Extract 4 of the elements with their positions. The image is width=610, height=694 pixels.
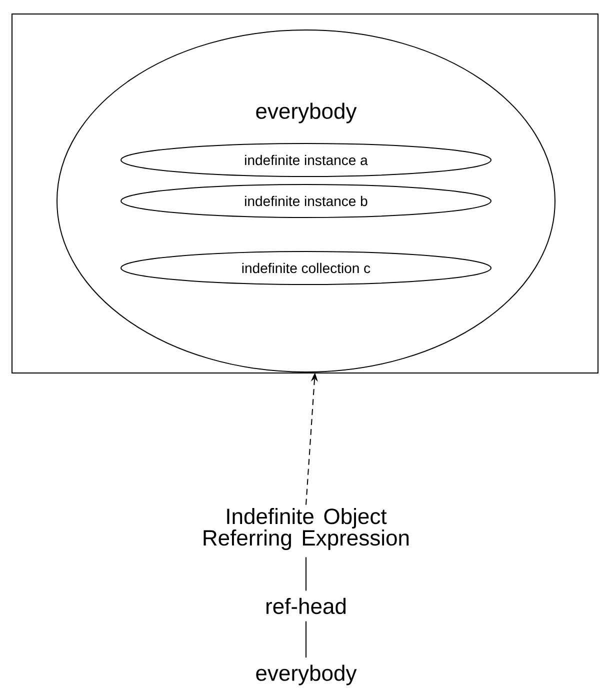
tree-label: everybody [256,664,357,686]
tree-label: Indefinite Object Referring Expression [204,508,409,550]
tree-label: ref-head [266,598,346,614]
frame-box [12,14,598,374]
